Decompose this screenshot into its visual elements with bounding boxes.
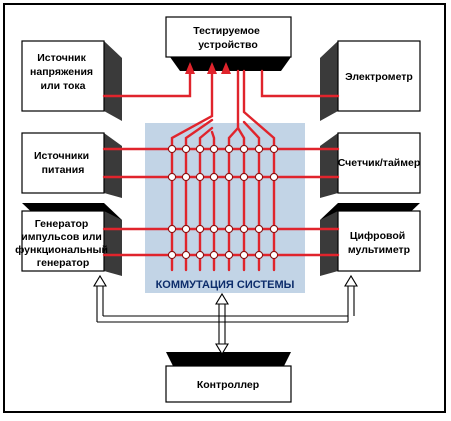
crosspoints bbox=[167, 144, 279, 260]
generator-label: Генератор импульсов или функциональный г… bbox=[15, 218, 111, 269]
dmm-box bbox=[320, 203, 421, 276]
voltage-source-label: Источник напряжения или тока bbox=[30, 52, 96, 92]
bus-arrow-matrix bbox=[215, 292, 229, 305]
generator-box bbox=[21, 203, 122, 276]
bus-arrowheads bbox=[93, 274, 358, 356]
counter-timer-label: Счетчик/таймер bbox=[338, 157, 421, 169]
dut-box bbox=[165, 16, 292, 71]
controller-label: Контроллер bbox=[197, 379, 259, 391]
dut-label: Тестируемое устройство bbox=[193, 25, 263, 51]
dut-arrows bbox=[185, 62, 231, 74]
bus-arrow-dmm bbox=[344, 274, 358, 287]
dmm-label: Цифровой мультиметр bbox=[348, 230, 410, 256]
voltage-source-box bbox=[21, 40, 122, 121]
bus-arrow-generator bbox=[93, 274, 107, 287]
electrometer-box bbox=[320, 40, 421, 121]
control-bus bbox=[96, 285, 355, 345]
electrometer-label: Электрометр bbox=[345, 71, 413, 83]
bus-arrow-controller bbox=[215, 343, 229, 356]
controller-box bbox=[165, 352, 292, 403]
power-supplies-label: Источники питания bbox=[34, 150, 92, 176]
matrix-label: КОММУТАЦИЯ СИСТЕМЫ bbox=[156, 279, 295, 291]
